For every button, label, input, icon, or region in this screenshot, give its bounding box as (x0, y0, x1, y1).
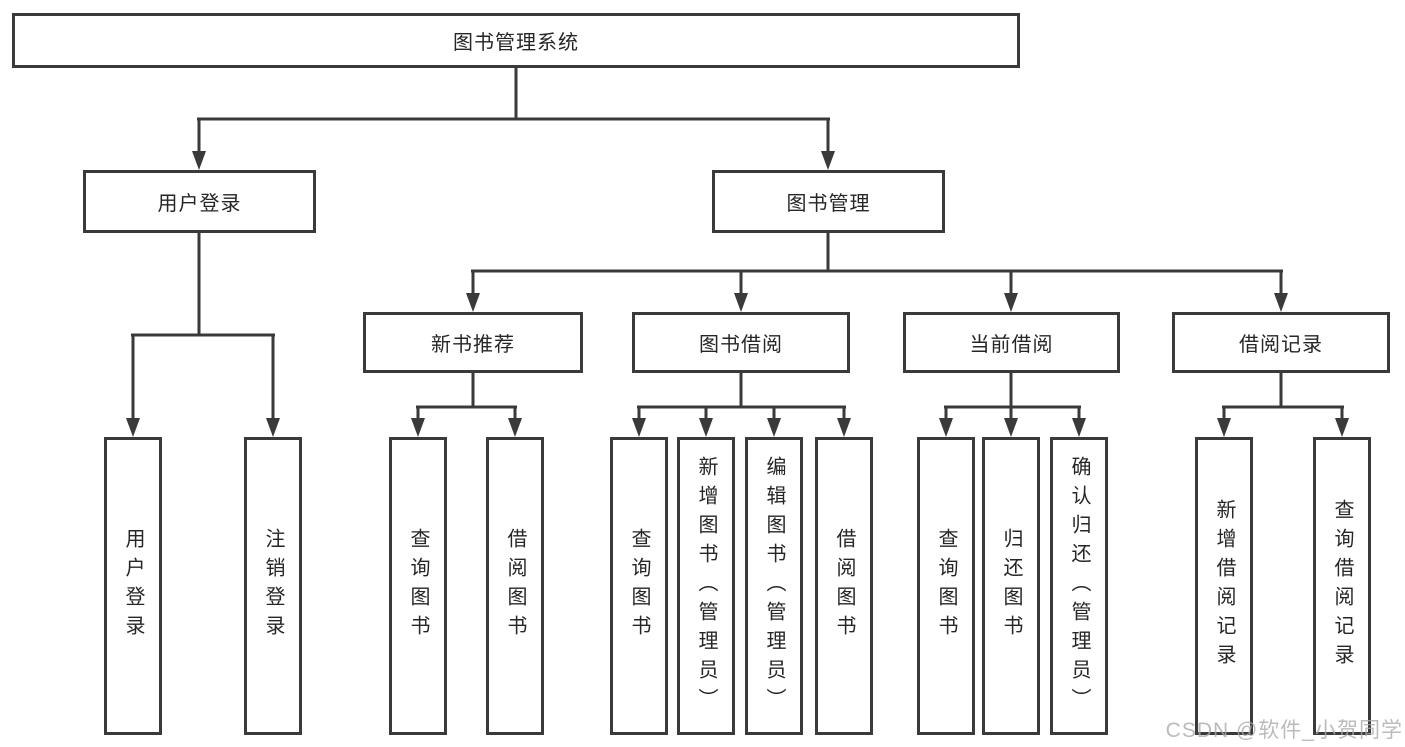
node-label: 新增图书（管理员） (695, 455, 717, 717)
leaf-logout: 注销登录 (244, 437, 302, 735)
csdn-watermark: CSDN @软件_小贺同学 (1165, 719, 1403, 742)
node-label: 查询图书 (628, 528, 650, 644)
node-label: 图书管理系统 (453, 32, 579, 54)
node-label: 编辑图书（管理员） (763, 455, 785, 717)
node-label: 归还图书 (1000, 528, 1022, 644)
node-label: 借阅记录 (1239, 334, 1323, 356)
node-label: 查询图书 (935, 528, 957, 644)
node-label: 确认归还（管理员） (1068, 455, 1090, 717)
leaf-add-books-admin: 新增图书（管理员） (677, 437, 735, 735)
node-library-management-system: 图书管理系统 (12, 13, 1020, 68)
node-label: 借阅图书 (504, 528, 526, 644)
node-label: 查询借阅记录 (1331, 499, 1353, 673)
node-current-borrowing: 当前借阅 (903, 312, 1120, 373)
node-label: 新书推荐 (431, 334, 515, 356)
node-user-login: 用户登录 (83, 170, 316, 233)
node-book-management: 图书管理 (712, 170, 945, 233)
leaf-query-books-current: 查询图书 (917, 437, 975, 735)
leaf-borrow-books-recommendation: 借阅图书 (486, 437, 544, 735)
node-label: 查询图书 (407, 528, 429, 644)
node-new-book-recommendation: 新书推荐 (363, 312, 583, 373)
node-borrowing-records: 借阅记录 (1172, 312, 1390, 373)
leaf-borrow-books: 借阅图书 (815, 437, 873, 735)
leaf-add-borrowing-record: 新增借阅记录 (1195, 437, 1253, 735)
leaf-query-books-recommendation: 查询图书 (389, 437, 447, 735)
leaf-edit-books-admin: 编辑图书（管理员） (745, 437, 803, 735)
leaf-user-login: 用户登录 (104, 437, 162, 735)
node-label: 新增借阅记录 (1213, 499, 1235, 673)
leaf-confirm-return-admin: 确认归还（管理员） (1050, 437, 1108, 735)
node-label: 图书管理 (786, 193, 871, 215)
node-label: 借阅图书 (833, 528, 855, 644)
node-label: 注销登录 (262, 528, 284, 644)
leaf-return-books: 归还图书 (982, 437, 1040, 735)
leaf-query-books-borrowing: 查询图书 (610, 437, 668, 735)
node-label: 用户登录 (122, 528, 144, 644)
node-book-borrowing: 图书借阅 (632, 312, 850, 373)
node-label: 用户登录 (157, 193, 242, 215)
node-label: 图书借阅 (699, 334, 783, 356)
leaf-query-borrowing-record: 查询借阅记录 (1313, 437, 1371, 735)
node-label: 当前借阅 (969, 334, 1054, 356)
